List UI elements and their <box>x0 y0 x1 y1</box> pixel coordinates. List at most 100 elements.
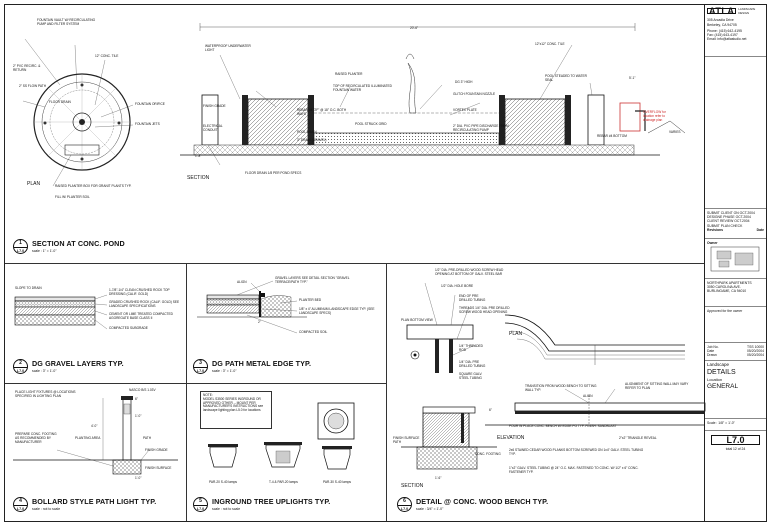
job-no-label: Job No. <box>707 345 719 349</box>
revision-4: SUBMIT PLAN CHECK <box>707 223 743 228</box>
project-name: NORTHPARK APARTMENTS <box>707 281 752 285</box>
firm-phone: Phone: (415) 642-4195 <box>707 28 742 33</box>
firm-address-2: Berkeley, CA 94705 <box>707 22 737 27</box>
bench-plan-bottom-drawing <box>406 282 476 373</box>
note-bench-align: ALIGN <box>583 394 593 398</box>
note-planting-area: PLANTING AREA <box>75 436 101 440</box>
note-aluminum-edge: 1/8" x 4" ALUMINUM LANDSCAPE EDGE TYP. (… <box>299 307 375 315</box>
dim-light-1: 6" <box>135 397 138 401</box>
detail-scale-1: scale : 1" = 1'-0" <box>32 249 57 253</box>
bench-elevation-drawing <box>485 388 706 426</box>
bench-section-drawing <box>401 406 497 470</box>
approval-label: Approved for the owner <box>707 309 743 313</box>
note-galv-tubing: 1"x2" GALV. STEEL TUBING @ 24" O.C. MAX.… <box>509 466 639 474</box>
note-fixture: PLACE LIGHT FIXTURES @ LOCATIONS SPECIFI… <box>15 390 76 398</box>
bollard-light-drawing <box>13 396 178 475</box>
note-hole-bore: 1/2" DIA. HOLE BORE <box>441 284 474 288</box>
sheet-number: L7.0 <box>711 435 760 446</box>
note-pvc-discharge: 2" DIA. PVC PIPE DISCHARGE FROM RECIRCUL… <box>453 124 509 132</box>
note-water-seal: POOL STEADED TO WATER SEAL <box>545 74 587 82</box>
uplight-caption-2: T-4 & PAR-20 lamps <box>269 480 298 484</box>
firm-email: Email: info@atlastudio.net <box>707 37 747 42</box>
note-pool-drain: POOL DRAIN <box>297 130 317 134</box>
sheet-number-block: L7.0 total 12 of 24 <box>705 431 766 453</box>
job-info-block: Job No. TSS 10000 Date 05/20/2004 Drawn 05/… <box>705 343 766 361</box>
note-predrilled-tubing: 1/4" DIA. PRE DRILLED TUBING <box>459 360 486 368</box>
project-city: BURLINGAME, CA 94010 <box>707 289 747 294</box>
detail-scale-4: scale : not to scale <box>32 507 61 511</box>
date-v: 05/20/2004 <box>747 349 764 354</box>
note-compacted-soil: COMPACTED SOIL <box>299 330 328 334</box>
metal-edge-drawing <box>197 280 307 334</box>
job-no: TSS 10000 <box>747 345 764 349</box>
detail-title-1: SECTION AT CONC. POND <box>32 239 125 248</box>
location-label: Location <box>707 377 723 383</box>
dim-bench-1: 1'-6" <box>435 476 442 480</box>
note-threads: THREADS 1/4" DIA. PRE DRILLED SCREW WOOD… <box>459 306 510 314</box>
note-transition: TRANSITION FROM WOOD BENCH TO SITTING WA… <box>525 384 597 392</box>
bench-plan-drawing <box>504 314 685 365</box>
note-subgrade: COMPACTED SUBGRADE <box>109 326 148 330</box>
dim-light-2: 1'-0" <box>135 414 142 418</box>
divider <box>186 263 187 521</box>
note-path: PATH <box>143 436 152 440</box>
owner-block: Owner <box>705 239 766 279</box>
bench-elevation-label: ELEVATION <box>497 435 525 441</box>
dim-right: 5'-1" <box>629 76 636 80</box>
note-gravel-drain: 3" DRAIN (GRAVEL) <box>297 138 327 142</box>
firm-fax: Fax: (415) 643-4197 <box>707 33 738 38</box>
uplight-caption-1: PAR-20 S-40 lamps <box>209 480 237 484</box>
note-rebar: REBAR #4 "2F" @ 18" O.C. BOTH WAYS <box>297 108 347 116</box>
note-planter-bed: PLANTER BED <box>299 298 322 302</box>
note-alignment: ALIGNMENT OF SITTING WALL MAY VARY REFER… <box>625 382 689 390</box>
note-conduit: ELECTRICAL CONDUIT <box>203 124 223 132</box>
approval-block: Approved for the owner <box>705 307 766 343</box>
note-end-tubing: END OF PRE DRILLED TUBING <box>459 294 486 302</box>
note-pour-in-place: POUR IN PLACE CONC. BENCH W/ EDGE PG TYP… <box>509 424 617 428</box>
dim-edge: 2" <box>258 320 261 324</box>
note-finish-surface: FINISH SURFACE <box>145 466 172 470</box>
note-dg-high: DG 3" HIGH <box>455 80 473 84</box>
drawn-k: Drawn <box>707 353 717 358</box>
note-fill: FILL W/ PLANTER SOIL <box>55 195 90 199</box>
date-k: Date <box>707 349 715 354</box>
uplight-caption-3: PAR-30 S-40 lamps <box>323 480 351 484</box>
pond-plan-drawing <box>22 38 134 187</box>
note-top-dressing: 1-7/8"-1/4" CLEAN CRUSHED ROCK TOP DRESS… <box>109 288 170 296</box>
sheet-name-1: DETAILS <box>707 369 736 377</box>
note-finish-grade-light: FINISH GRADE <box>145 448 168 452</box>
key-map <box>710 246 760 272</box>
detail-scale-3: scale : 3" = 1'-0" <box>212 369 237 373</box>
pond-section-label: SECTION <box>187 175 210 181</box>
bench-plan-label: PLAN <box>509 331 523 337</box>
note-conc-tile: 12"x12" CONC. TILE <box>535 42 565 46</box>
uplight-drawing <box>208 402 355 470</box>
drawn-v: 05/20/2004 <box>747 353 764 358</box>
revisions-block: SUBMIT CLIENT ON OCT.2004 DESIGNE PHASE … <box>705 209 766 239</box>
revision-1: SUBMIT CLIENT ON OCT.2004 <box>707 211 755 215</box>
pond-section-drawing <box>180 23 686 166</box>
gravel-layers-drawing <box>14 294 108 330</box>
sheet-name-block: Landscape DETAILS Location GENERAL <box>705 361 766 419</box>
note-vault: FOUNTAIN VAULT W/ RECIRCULATING PUMP AND… <box>37 18 96 26</box>
divider <box>5 263 704 264</box>
note-orifice: FOUNTAIN ORIFICE <box>135 102 165 106</box>
drawing-sheet: FOUNTAIN VAULT W/ RECIRCULATING PUMP AND… <box>4 4 767 522</box>
blank-area <box>705 57 766 209</box>
note-plan-bottom: PLAN BOTTOM VIEW <box>401 318 433 322</box>
note-raised-planter: RAISED PLANTER <box>335 72 363 76</box>
note-water-top: TOP OF RECIRCULATED ILLUMINATED FOUNTAIN… <box>333 84 392 92</box>
dim-left: 1'-8" <box>195 154 202 158</box>
detail-scale-5: scale : not to scale <box>212 507 241 511</box>
bench-section-label: SECTION <box>401 483 424 489</box>
revision-3: CLIENT REVIEW OCT.2004 <box>707 219 750 224</box>
dim-overall: 20'-6" <box>410 26 419 30</box>
note-rebar-bottom: REBAR #4 BOTTOM <box>597 134 627 138</box>
note-overflow: OVERFLOW for location refer to drainage … <box>643 110 666 122</box>
firm-logo: ATLA <box>707 6 737 17</box>
dim-light-4: 1'-0" <box>135 476 142 480</box>
